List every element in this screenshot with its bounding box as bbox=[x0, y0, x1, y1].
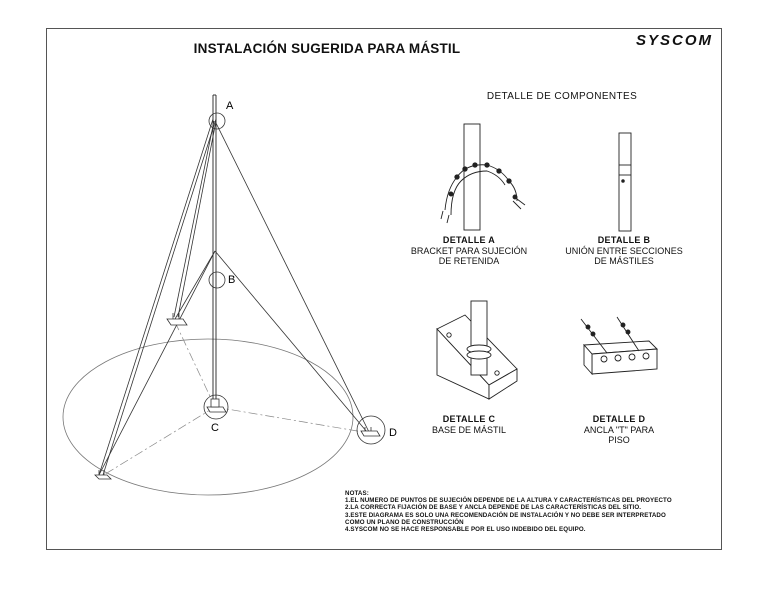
mast-installation-drawing: A B C D bbox=[62, 94, 659, 496]
detail-d-desc-2: PISO bbox=[608, 435, 630, 445]
detail-a-sketch bbox=[440, 123, 526, 231]
detail-a-caption: DETALLE A BRACKET PARA SUJECIÓN DE RETEN… bbox=[399, 235, 539, 267]
detail-b-circle bbox=[208, 271, 226, 289]
anchor-d bbox=[360, 427, 381, 437]
note-line: COMO UN PLANO DE CONSTRUCCIÓN bbox=[345, 518, 464, 526]
detail-a-title: DETALLE A bbox=[442, 235, 496, 245]
label-d: D bbox=[389, 427, 397, 439]
lower-guy-wires bbox=[98, 250, 368, 476]
note-line: 3.ESTE DIAGRAMA ES SOLO UNA RECOMENDACIÓ… bbox=[345, 511, 666, 519]
detail-c-title: DETALLE C bbox=[442, 414, 496, 424]
upper-guy-wires bbox=[98, 118, 370, 476]
detail-d-desc-1: ANCLA "T" PARA bbox=[583, 424, 655, 435]
detail-d-title: DETALLE D bbox=[592, 414, 646, 424]
detail-b-sketch bbox=[618, 132, 632, 232]
label-c: C bbox=[211, 422, 219, 434]
detail-c-sketch bbox=[436, 300, 518, 400]
mast bbox=[212, 94, 217, 403]
label-a: A bbox=[226, 100, 234, 112]
detail-a-desc-1: BRACKET PARA SUJECIÓN bbox=[410, 245, 528, 256]
detail-b-caption: DETALLE B UNIÓN ENTRE SECCIONES DE MÁSTI… bbox=[554, 235, 694, 267]
anchor-left bbox=[94, 470, 112, 480]
detail-a-circle bbox=[208, 112, 226, 130]
radial-lines bbox=[101, 323, 370, 477]
detail-d-circle bbox=[356, 415, 386, 445]
note-line: 2.LA CORRECTA FIJACIÓN DE BASE Y ANCLA D… bbox=[345, 504, 642, 512]
notes-heading: NOTAS: bbox=[345, 490, 369, 497]
notes-block: NOTAS: 1.EL NUMERO DE PUNTOS DE SUJECIÓN… bbox=[345, 490, 717, 533]
detail-b-desc-1: UNIÓN ENTRE SECCIONES bbox=[565, 245, 683, 256]
brand-logo: SYSCOM bbox=[635, 32, 713, 49]
detail-c-desc-1: BASE DE MÁSTIL bbox=[431, 424, 507, 435]
detail-d-sketch bbox=[580, 316, 659, 376]
detail-c-circle bbox=[203, 394, 229, 420]
note-line: 1.EL NUMERO DE PUNTOS DE SUJECIÓN DEPEND… bbox=[345, 497, 672, 505]
detail-a-desc-2: DE RETENIDA bbox=[438, 256, 500, 266]
detail-b-title: DETALLE B bbox=[597, 235, 651, 245]
detail-c-caption: DETALLE C BASE DE MÁSTIL bbox=[409, 414, 529, 435]
components-heading: DETALLE DE COMPONENTES bbox=[486, 91, 638, 102]
mast-base bbox=[206, 398, 227, 413]
detail-d-caption: DETALLE D ANCLA "T" PARA PISO bbox=[559, 414, 679, 446]
note-line: 4.SYSCOM NO SE HACE RESPONSABLE POR EL U… bbox=[345, 526, 586, 534]
detail-b-desc-2: DE MÁSTILES bbox=[594, 256, 654, 266]
label-b: B bbox=[228, 274, 235, 286]
guy-radius-ellipse bbox=[62, 338, 354, 496]
anchor-back bbox=[166, 313, 188, 326]
drawing-sheet: INSTALACIÓN SUGERIDA PARA MÁSTIL SYSCOM … bbox=[46, 28, 722, 550]
page-title: INSTALACIÓN SUGERIDA PARA MÁSTIL bbox=[193, 41, 461, 56]
